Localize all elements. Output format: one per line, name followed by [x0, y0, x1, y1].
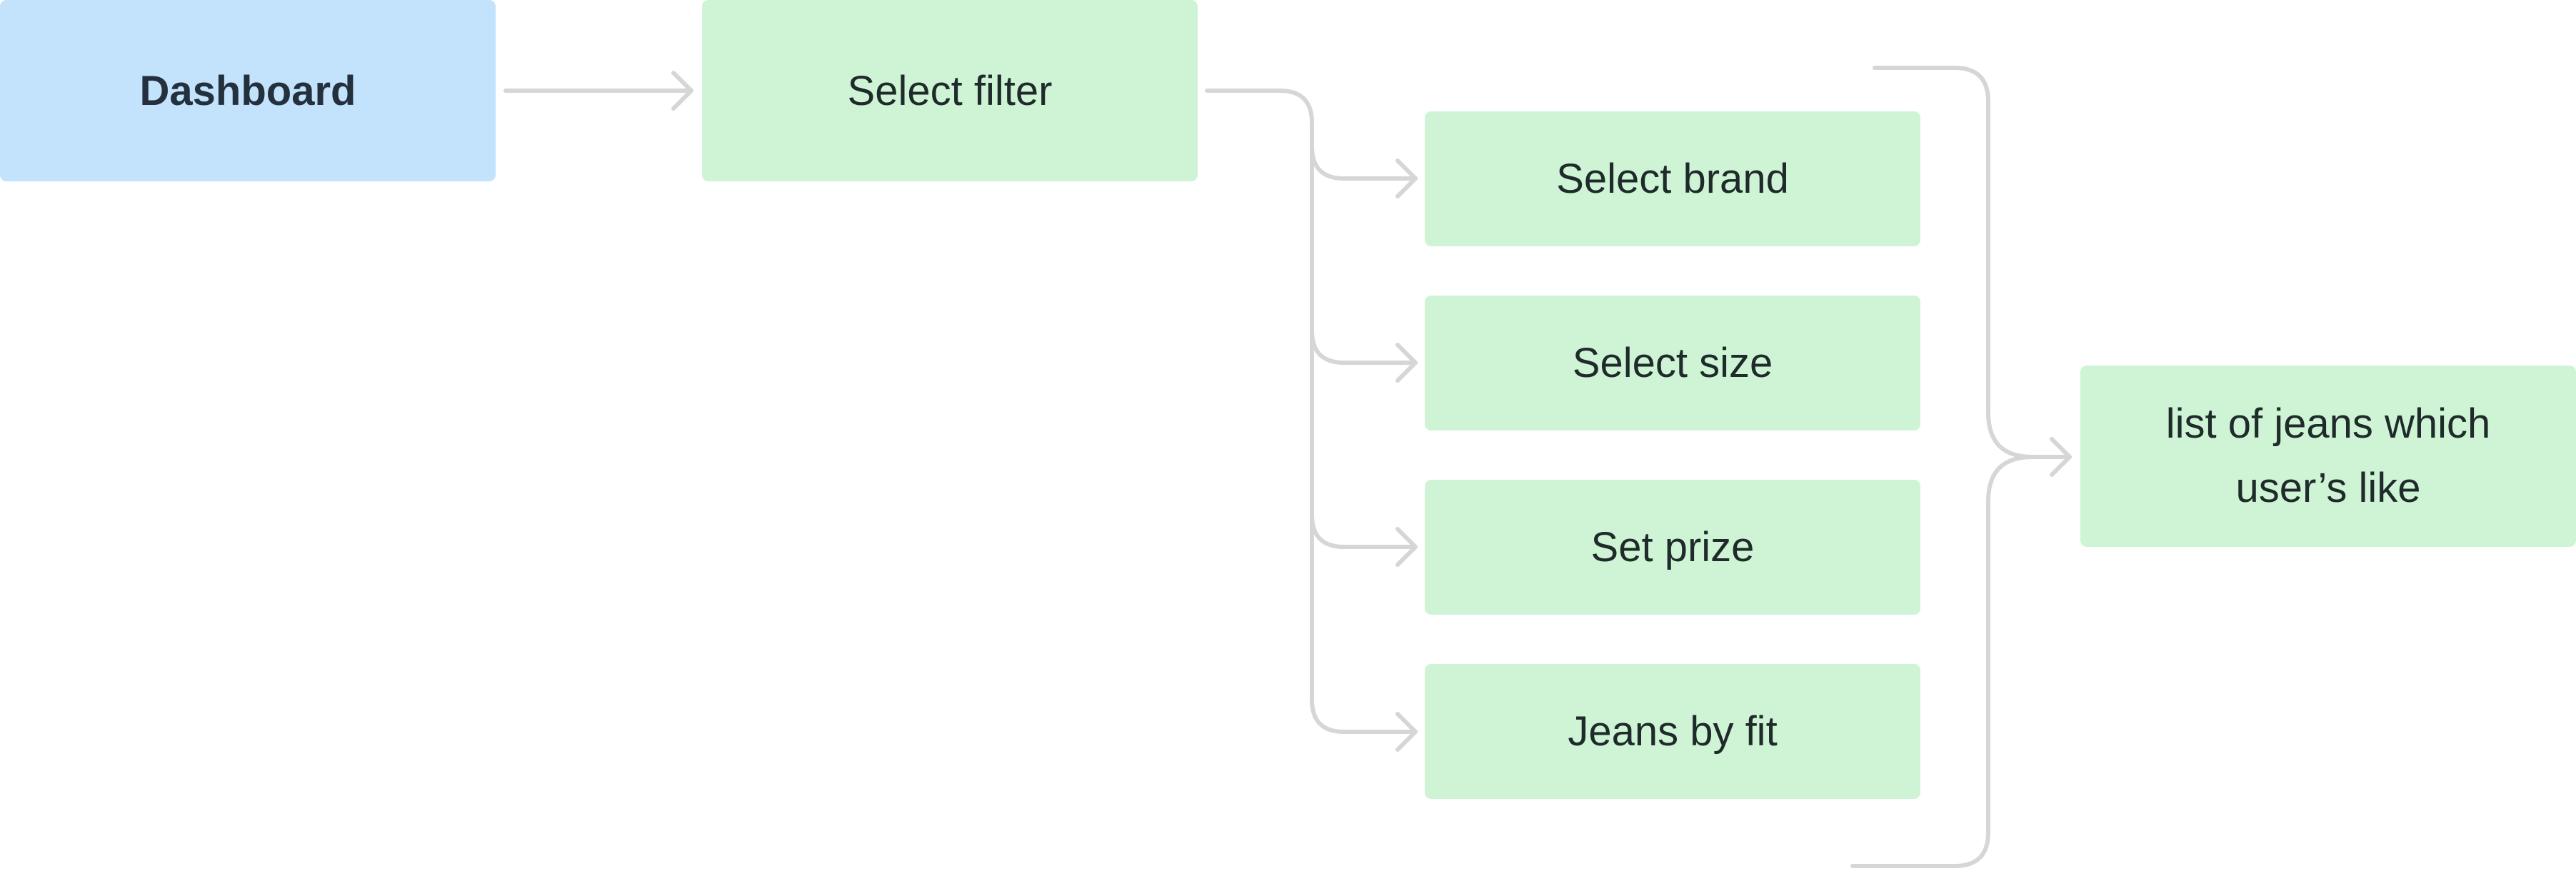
arrowhead-select-brand [1395, 158, 1418, 198]
arrowhead-select-size [1395, 343, 1418, 383]
arrowhead-set-prize [1395, 527, 1418, 567]
result-label-line2: user’s like [2235, 465, 2421, 511]
set-prize-node[interactable]: Set prize [1425, 480, 1920, 615]
edge-branch-to-select-brand [1310, 144, 1418, 181]
edge-branch-to-select-size [1310, 328, 1418, 365]
edge-merge-bracket-bottom [1850, 455, 2072, 868]
select-size-node[interactable]: Select size [1425, 296, 1920, 431]
select-brand-label: Select brand [1556, 156, 1789, 202]
arrowhead-select-filter [671, 71, 693, 111]
arrowhead-jeans-by-fit [1395, 712, 1418, 752]
result-label-line1: list of jeans which [2165, 401, 2491, 447]
result-node[interactable]: list of jeans which user’s like [2080, 366, 2576, 547]
select-filter-node[interactable]: Select filter [702, 0, 1198, 181]
edge-select-filter-to-branches [1205, 89, 1346, 734]
edge-branch-to-set-prize [1310, 513, 1418, 549]
select-brand-node[interactable]: Select brand [1425, 111, 1920, 246]
dashboard-label: Dashboard [139, 67, 356, 114]
edge-merge-bracket-top [1873, 66, 2035, 459]
arrowhead-result [2050, 437, 2072, 477]
dashboard-node[interactable]: Dashboard [0, 0, 496, 181]
jeans-by-fit-label: Jeans by fit [1568, 708, 1778, 755]
set-prize-label: Set prize [1590, 524, 1755, 570]
select-filter-label: Select filter [847, 67, 1053, 114]
jeans-by-fit-node[interactable]: Jeans by fit [1425, 664, 1920, 799]
select-size-label: Select size [1572, 340, 1773, 386]
